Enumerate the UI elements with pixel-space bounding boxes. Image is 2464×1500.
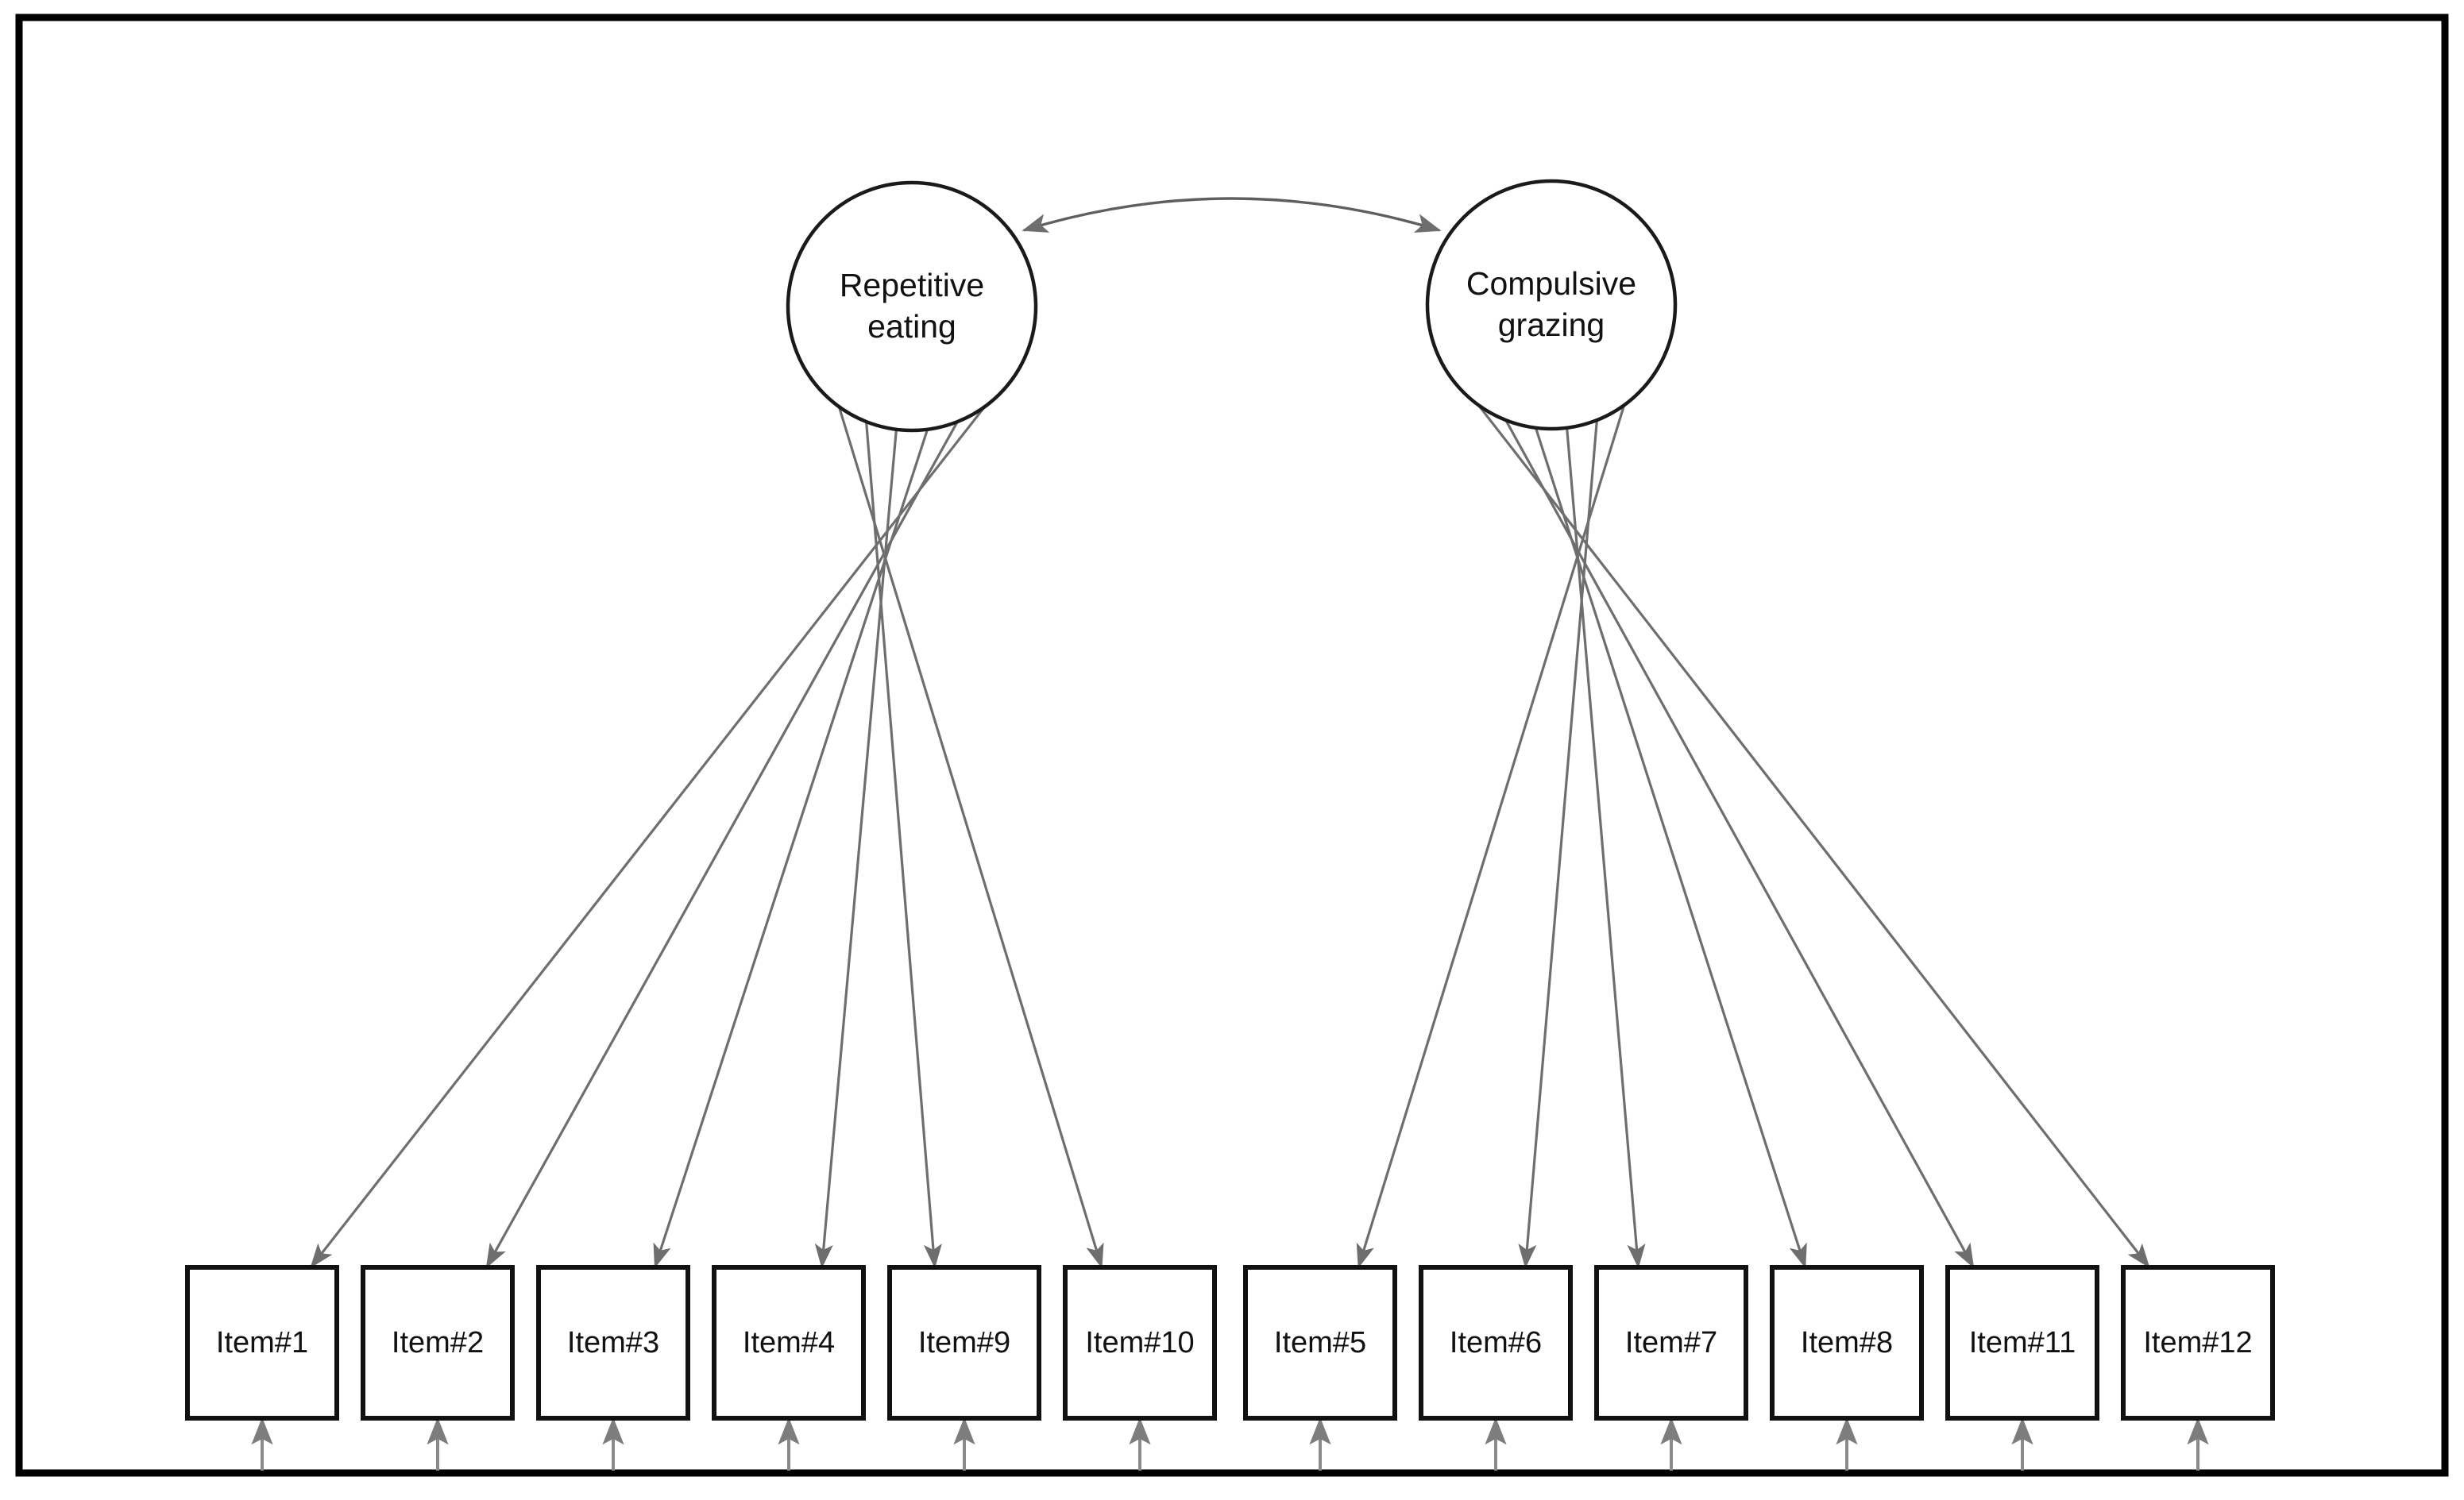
loading-arrow-repetitive-eating-item3 (653, 429, 929, 1269)
indicator-box (361, 1265, 515, 1421)
figure-frame (15, 13, 2449, 1477)
indicator-item4[interactable]: Item#4 (712, 1265, 866, 1421)
loading-arrow-compulsive-grazing-item12 (1477, 404, 2150, 1269)
indicator-label: Item#1 (216, 1326, 308, 1359)
factor-covariance-arrow (1022, 197, 1442, 233)
indicator-box (1419, 1265, 1573, 1421)
indicator-item8[interactable]: Item#8 (1770, 1265, 1924, 1421)
loading-arrow-repetitive-eating-item9 (865, 421, 942, 1269)
indicator-box (1063, 1265, 1217, 1421)
loading-arrow-repetitive-eating-item10 (837, 406, 1104, 1269)
covariance-curve-path (1022, 197, 1442, 233)
indicator-item7[interactable]: Item#7 (1594, 1265, 1748, 1421)
indicator-label: Item#6 (1450, 1326, 1542, 1359)
loading-arrow-repetitive-eating-item4 (814, 429, 898, 1269)
indicator-box (185, 1265, 339, 1421)
indicator-label: Item#7 (1625, 1326, 1717, 1359)
latent-factor-group: Repetitive eating Compulsive grazing (786, 179, 1678, 433)
indicator-item6[interactable]: Item#6 (1419, 1265, 1573, 1421)
indicator-label: Item#2 (392, 1326, 484, 1359)
indicator-box (536, 1265, 690, 1421)
indicator-item9[interactable]: Item#9 (887, 1265, 1041, 1421)
indicator-box (2121, 1265, 2275, 1421)
indicator-label: Item#8 (1801, 1326, 1893, 1359)
indicator-box (1594, 1265, 1748, 1421)
indicator-item3[interactable]: Item#3 (536, 1265, 690, 1421)
factor-label-line1: Repetitive (840, 267, 984, 303)
residual-arrow-group (251, 1417, 2209, 1471)
indicator-item11[interactable]: Item#11 (1945, 1265, 2099, 1421)
indicator-item1[interactable]: Item#1 (185, 1265, 339, 1421)
indicator-label: Item#4 (743, 1326, 835, 1359)
loading-arrow-compulsive-grazing-item8 (1534, 427, 1807, 1269)
loading-arrow-compulsive-grazing-item11 (1504, 419, 1975, 1269)
latent-factor-compulsive-grazing[interactable]: Compulsive grazing (1425, 179, 1678, 431)
indicator-label: Item#10 (1085, 1326, 1194, 1359)
loading-arrow-compulsive-grazing-item6 (1518, 419, 1598, 1269)
indicator-box-group: Item#1 Item#2 Item#3 Item#4 Item#9 Item#10 Ite… (185, 1265, 2275, 1421)
indicator-label: Item#12 (2143, 1326, 2252, 1359)
indicator-box (1945, 1265, 2099, 1421)
latent-factor-repetitive-eating[interactable]: Repetitive eating (786, 180, 1038, 433)
indicator-item12[interactable]: Item#12 (2121, 1265, 2275, 1421)
factor-label-line1: Compulsive (1466, 265, 1636, 302)
indicator-label: Item#3 (567, 1326, 659, 1359)
indicator-label: Item#5 (1274, 1326, 1366, 1359)
indicator-label: Item#11 (1969, 1326, 2076, 1359)
factor-circle (786, 180, 1038, 433)
indicator-box (712, 1265, 866, 1421)
indicator-item10[interactable]: Item#10 (1063, 1265, 1217, 1421)
indicator-box (1243, 1265, 1397, 1421)
indicator-box (887, 1265, 1041, 1421)
indicator-label: Item#9 (918, 1326, 1010, 1359)
factor-label-line2: grazing (1498, 307, 1605, 343)
factor-label-line2: eating (867, 308, 956, 345)
loading-arrow-repetitive-eating-item2 (485, 421, 959, 1269)
loading-arrow-repetitive-eating-item1 (310, 406, 986, 1269)
loading-arrow-compulsive-grazing-item5 (1356, 404, 1626, 1269)
loading-arrow-compulsive-grazing-item7 (1566, 427, 1646, 1269)
factor-circle (1425, 179, 1678, 431)
indicator-box (1770, 1265, 1924, 1421)
factor-loading-group (310, 404, 2150, 1269)
indicator-item2[interactable]: Item#2 (361, 1265, 515, 1421)
indicator-item5[interactable]: Item#5 (1243, 1265, 1397, 1421)
